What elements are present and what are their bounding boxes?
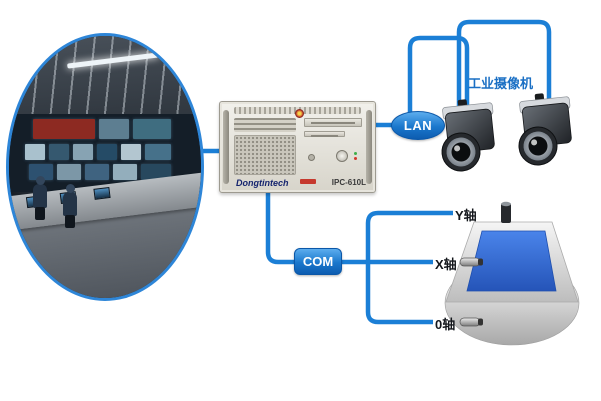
wall-screen (97, 144, 117, 160)
motion-stage (444, 201, 580, 346)
operator-person (33, 176, 47, 220)
y-axis-label: Y轴 (455, 208, 477, 223)
y-axis-connector (501, 201, 511, 223)
pc-status-leds (354, 152, 357, 162)
pc-vent-mesh (234, 135, 296, 175)
pc-brand-emblem (295, 109, 304, 118)
industrial-pc: Dongtintech IPC-610L (219, 101, 376, 193)
wall-screen (29, 164, 53, 180)
pc-floppy-bay (304, 131, 345, 137)
camera-lens-highlight (454, 145, 461, 152)
wall-screen (57, 164, 81, 180)
line-pc-to-com (265, 190, 300, 265)
rack-handle-left (223, 110, 229, 184)
camera-group-label: 工业摄像机 (468, 76, 534, 91)
x-axis-connector (459, 257, 483, 267)
rack-handle-right (366, 110, 372, 184)
line-lan-to-camera-1 (407, 35, 470, 114)
wall-screen (85, 164, 109, 180)
line-branch-to-zero-axis (365, 262, 433, 325)
wall-screen (133, 119, 171, 139)
zero-axis-connector (459, 317, 483, 327)
pc-keylock (308, 154, 315, 161)
pc-brand-text: Dongtintech (236, 178, 289, 188)
wall-screen (141, 164, 171, 180)
stage-surface (466, 230, 557, 292)
pc-model-text: IPC-610L (331, 178, 366, 187)
pc-power-button (336, 150, 348, 162)
line-lan-to-camera-2 (456, 19, 552, 112)
wall-screen (145, 144, 171, 160)
wall-screen (33, 119, 95, 139)
industrial-camera-1 (441, 99, 495, 172)
camera-lens-highlight (531, 139, 538, 146)
pc-vent-slats (234, 118, 296, 132)
operator-person (63, 184, 77, 228)
com-node: COM (294, 248, 342, 275)
wall-screen (73, 144, 93, 160)
lan-node: LAN (391, 111, 445, 140)
wall-screen (49, 144, 69, 160)
x-axis-label: X轴 (435, 257, 457, 272)
pc-cd-bay (304, 118, 362, 127)
pc-red-label (300, 179, 316, 184)
wall-screen (121, 144, 141, 160)
zero-axis-label: 0轴 (435, 317, 456, 332)
industrial-camera-2 (518, 93, 572, 166)
wall-screen (25, 144, 45, 160)
wall-screen (113, 164, 137, 180)
control-room-photo (6, 33, 204, 301)
desk-monitor (93, 186, 111, 200)
connection-lines (196, 19, 552, 325)
wall-screen (99, 119, 129, 139)
line-branch-to-y-axis (365, 210, 453, 262)
pc-drive-bays (304, 118, 362, 141)
